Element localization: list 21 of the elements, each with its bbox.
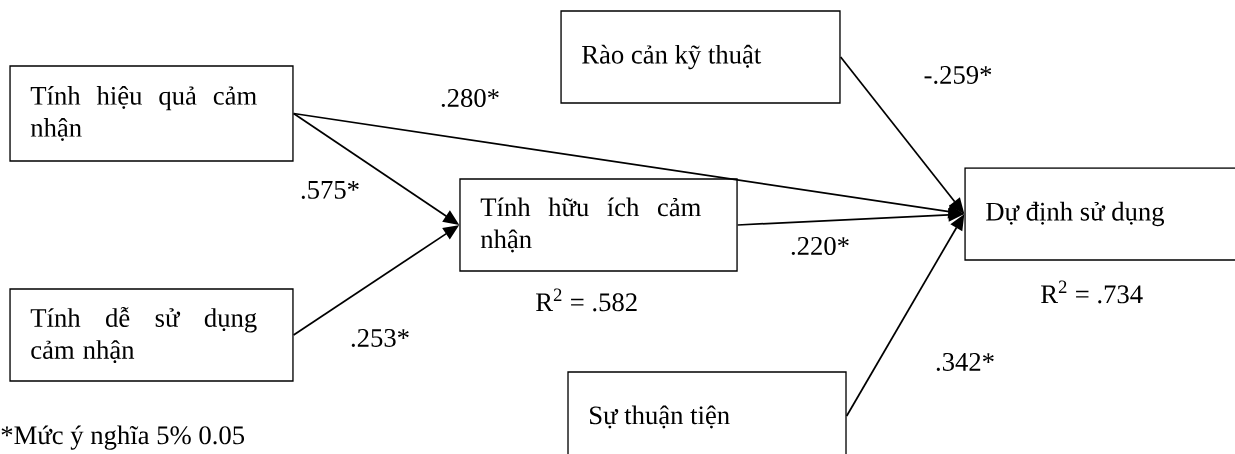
box [9,288,294,382]
box [567,371,847,454]
box [9,65,294,162]
r-squared-label: R$^{2}$ = .734 [1041,280,1143,304]
edge-label: .342* [936,353,994,371]
node-text: Sự thuận tiện [590,405,730,429]
footnote: *Mức ý nghĩa 5% 0.05 [1,425,245,450]
edge-label: .575* [301,181,359,199]
node-text: Tính hiệu quả cảm nhận [30,86,257,141]
edge-label: -.259* [924,66,992,84]
edge-label: .253* [351,329,409,347]
node-text: Rào cản kỹ thuật [582,44,762,70]
edge-label: .220* [791,236,849,256]
node-text: Tính dễ sử dụng cảm nhận [30,306,257,364]
node-text: Dự định sử dụng [986,201,1165,227]
edge-label: .280* [441,88,499,108]
box [964,167,1235,261]
node-text: Tính hữu ích cảm nhận [480,197,701,253]
box [560,10,841,104]
box [459,178,738,272]
r-squared-label: R$^{2}$ = .582 [536,288,637,312]
